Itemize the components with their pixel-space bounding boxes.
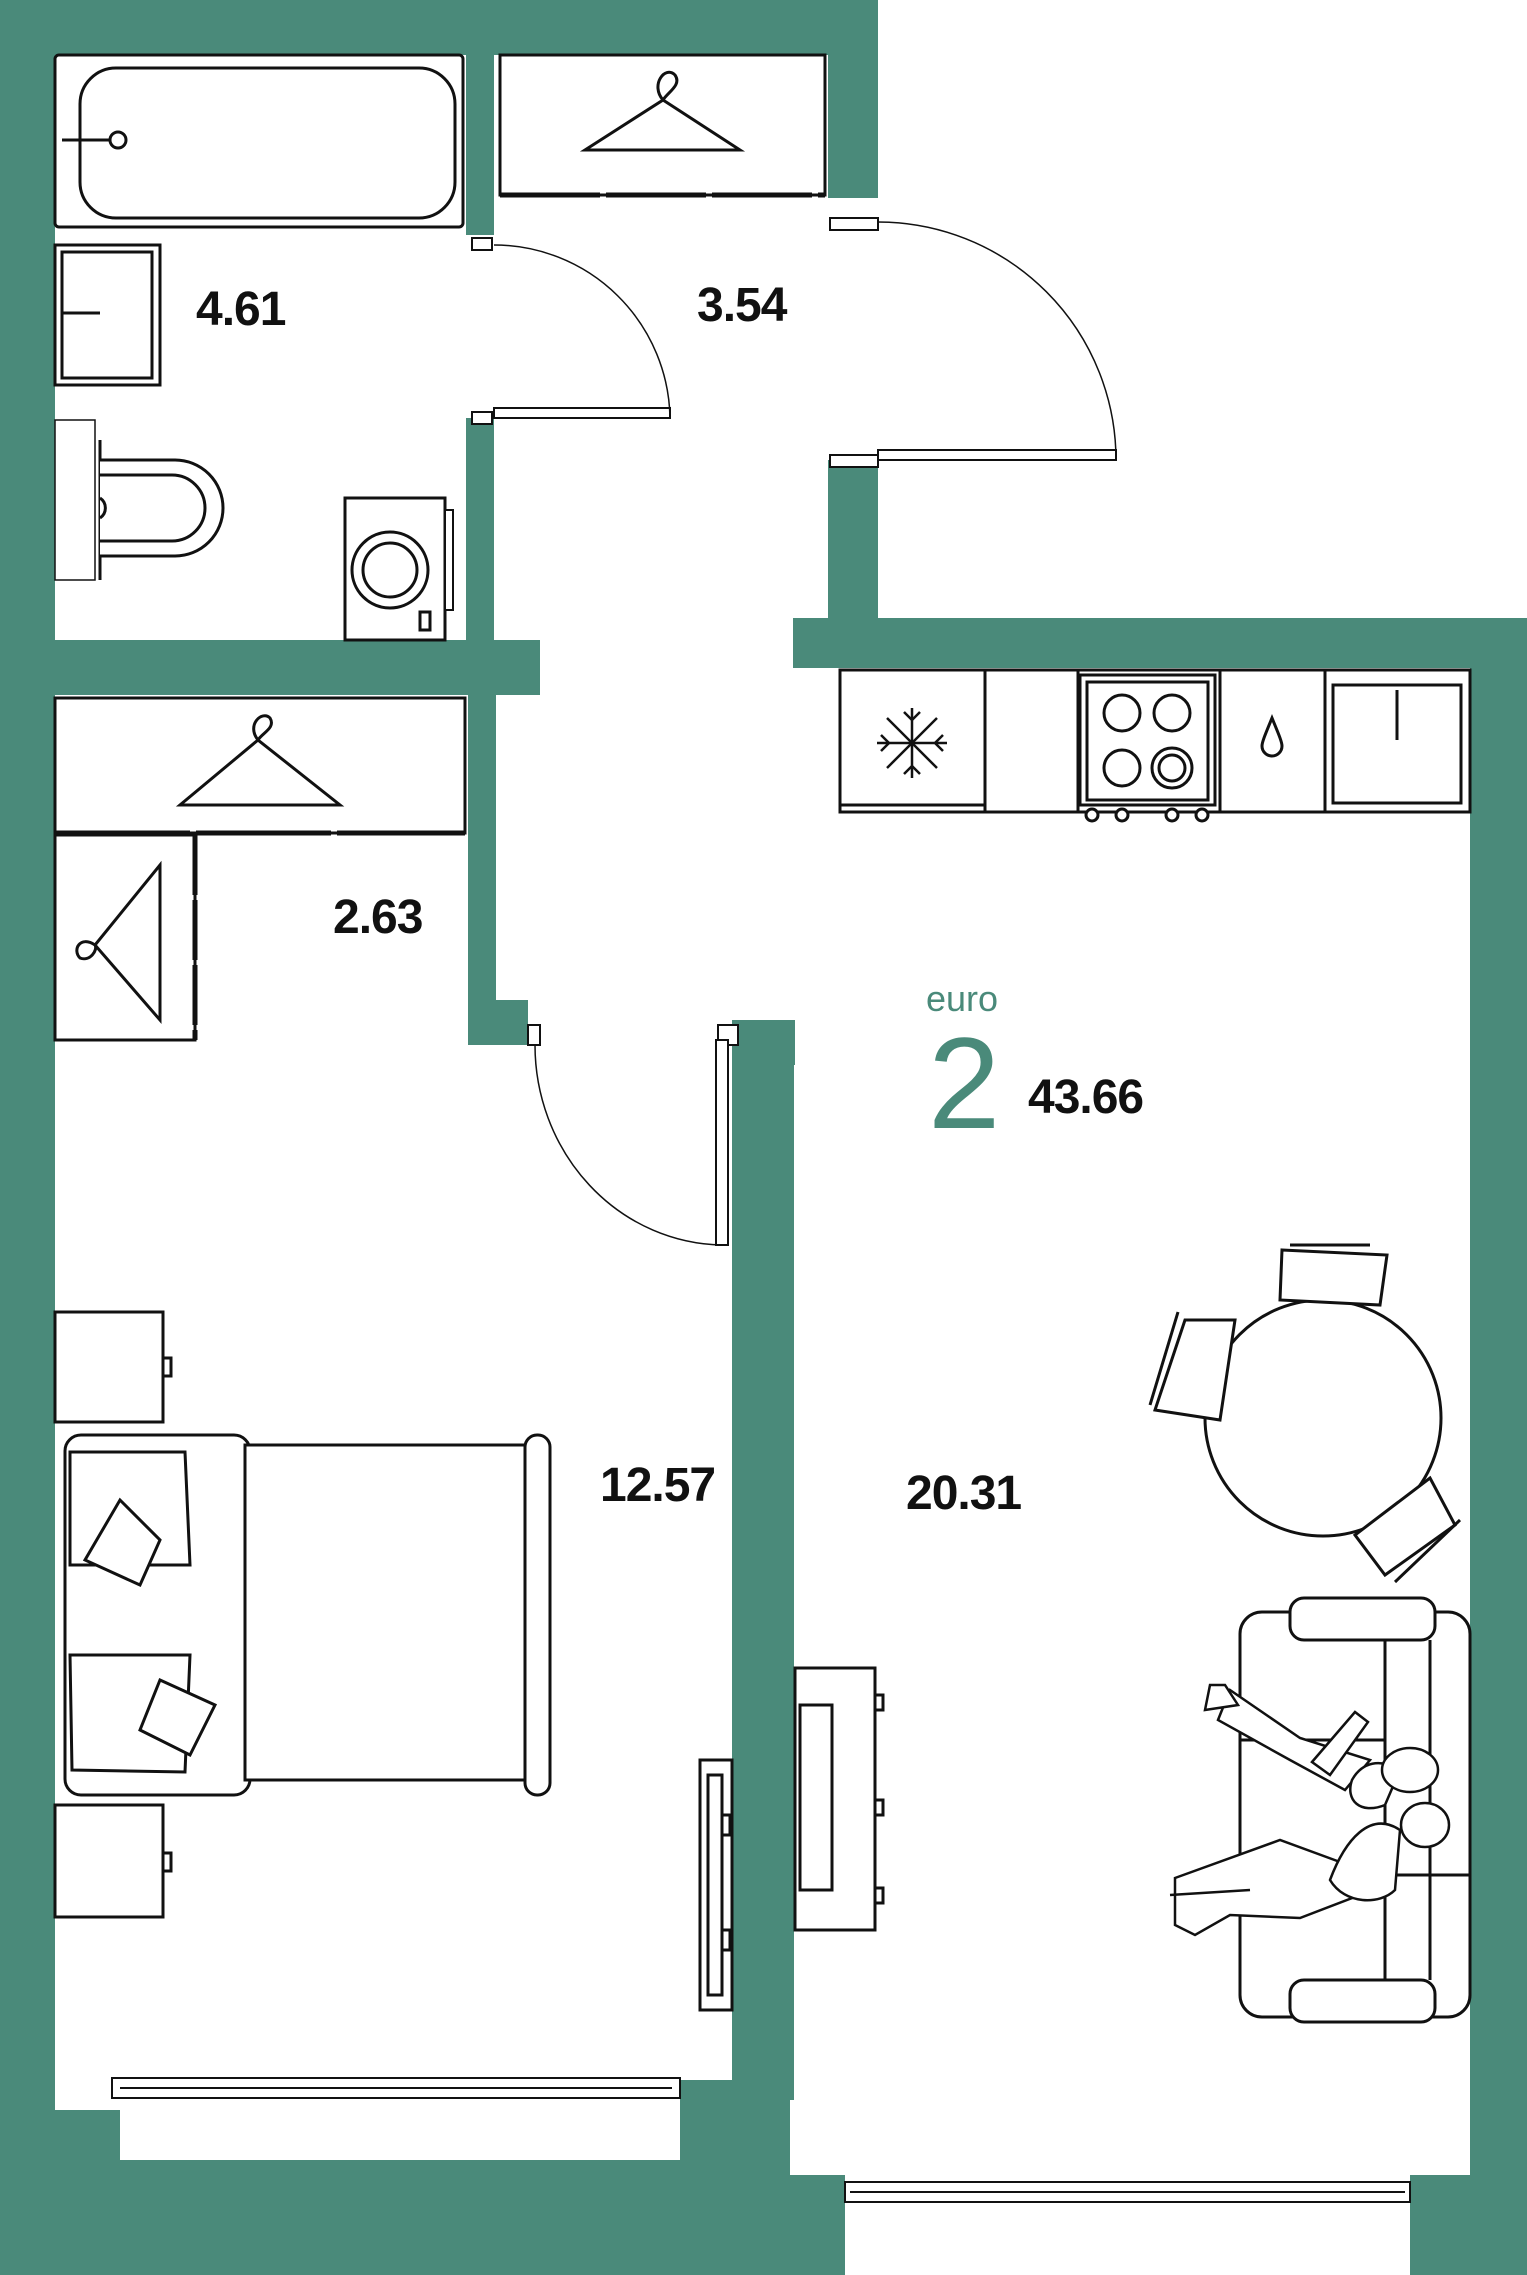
door-icon [471,217,1117,1246]
tv-icon [698,1666,885,2012]
kitchen-sink-icon [1331,683,1463,805]
pillow-icon [68,1450,218,1774]
toilet-icon [54,419,225,581]
snowflake-icon [877,708,947,778]
room-area-wardrobe: 2.63 [333,891,423,944]
people-icon [1169,1683,1451,1937]
bathtub-icon [53,53,465,229]
room-area-bathroom: 4.61 [196,283,286,336]
stove-icon [1078,673,1217,823]
room-area-hallway: 3.54 [697,279,787,332]
window-icon [111,2077,1411,2203]
hanger-icon [53,696,467,836]
room-area-kitchen-living: 20.31 [906,1467,1022,1520]
rooms-count: 2 [928,1010,1001,1156]
nightstand-icon [53,1310,173,1919]
water-drop-icon [1260,714,1284,758]
total-area: 43.66 [1028,1071,1144,1124]
hanger-icon [498,53,827,198]
hanger-icon [53,833,198,1042]
sink-icon [53,243,162,387]
chair-icon [1148,1243,1462,1584]
room-area-bedroom: 12.57 [600,1459,716,1512]
apartment-type-label: euro [926,978,999,1019]
washing-machine-icon [343,496,454,642]
